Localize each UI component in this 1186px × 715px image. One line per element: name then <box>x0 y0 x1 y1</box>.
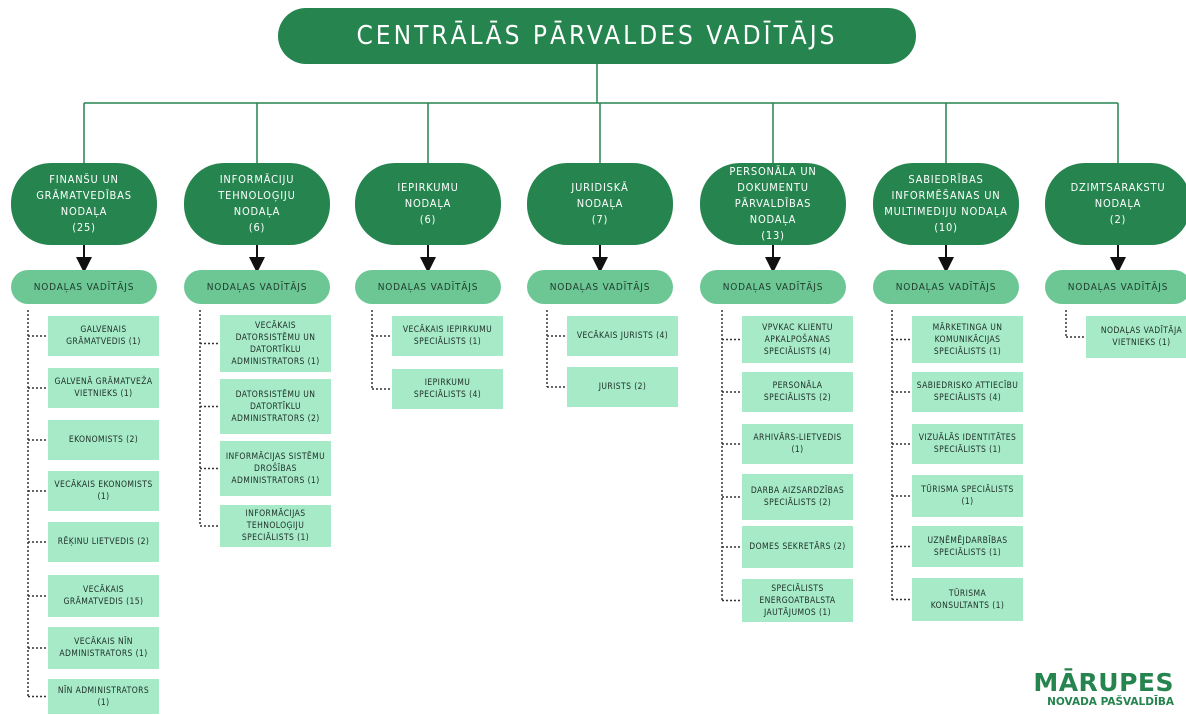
dept-4-staff-box: JURISTS (2) <box>567 367 678 407</box>
logo-subtitle: NOVADA PAŠVALDĪBA <box>1047 696 1174 708</box>
dept-1-staff-label: VECĀKAIS GRĀMATVEDIS (15) <box>63 585 144 607</box>
dept-2-staff-box: INFORMĀCIJAS SISTĒMU DROŠĪBAS ADMINISTRA… <box>220 441 331 496</box>
dept-1-staff-box: NĪN ADMINISTRATORS (1) <box>48 679 159 714</box>
dept-5-staff-label: VPVKAC KLIENTU APKALPOŠANAS SPECIĀLISTS … <box>762 322 833 357</box>
dept-6-box: SABIEDRĪBAS INFORMĒŠANAS UN MULTIMEDIJU … <box>873 163 1019 245</box>
dept-1-staff-box: VECĀKAIS EKONOMISTS (1) <box>48 471 159 511</box>
dept-2-title: INFORMĀCIJU TEHNOLOĢIJU NODAĻA (6) <box>218 173 296 234</box>
dept-4-head-label: NODAĻAS VADĪTĀJS <box>549 281 651 293</box>
dept-6-staff-label: TŪRISMA SPECIĀLISTS (1) <box>921 485 1014 507</box>
dept-6-staff-label: UZŅĒMĒJDARBĪBAS SPECIĀLISTS (1) <box>927 535 1008 558</box>
dept-1-staff-label: RĒĶINU LIETVEDIS (2) <box>57 537 150 547</box>
central-admin-head-box: CENTRĀLĀS PĀRVALDES VADĪTĀJS <box>278 8 916 64</box>
dept-2-staff-box: DATORSISTĒMU UN DATORTĪKLU ADMINISTRATOR… <box>220 379 331 434</box>
dept-4-staff-box: VECĀKAIS JURISTS (4) <box>567 316 678 356</box>
dept-4-title: JURIDISKĀ NODAĻA (7) <box>571 181 629 226</box>
dept-1-staff-label: GALVENĀ GRĀMATVEŽA VIETNIEKS (1) <box>54 377 153 399</box>
dept-1-head-box: NODAĻAS VADĪTĀJS <box>11 270 157 304</box>
dept-1-staff-label: VECĀKAIS NĪN ADMINISTRATORS (1) <box>59 637 148 659</box>
dept-6-staff-box: MĀRKETINGA UN KOMUNIKĀCIJAS SPECIĀLISTS … <box>912 316 1023 363</box>
dept-7-staff-label: NODAĻAS VADĪTĀJA VIETNIEKS (1) <box>1100 326 1183 348</box>
dept-6-staff-label: MĀRKETINGA UN KOMUNIKĀCIJAS SPECIĀLISTS … <box>932 322 1003 357</box>
dept-2-staff-label: VECĀKAIS DATORSISTĒMU UN DATORTĪKLU ADMI… <box>231 320 320 367</box>
dept-1-box: FINANŠU UN GRĀMATVEDĪBAS NODAĻA (25) <box>11 163 157 245</box>
dept-5-staff-box: SPECIĀLISTS ENERGOATBALSTA JAUTĀJUMOS (1… <box>742 579 853 622</box>
dept-1-staff-box: GALVENĀ GRĀMATVEŽA VIETNIEKS (1) <box>48 368 159 408</box>
dept-6-staff-box: TŪRISMA KONSULTANTS (1) <box>912 578 1023 621</box>
dept-3-box: IEPIRKUMU NODAĻA (6) <box>355 163 501 245</box>
dept-5-staff-label: ARHIVĀRS-LIETVEDIS (1) <box>753 433 842 455</box>
dept-6-staff-box: TŪRISMA SPECIĀLISTS (1) <box>912 475 1023 517</box>
dept-1-staff-label: NĪN ADMINISTRATORS (1) <box>57 685 150 708</box>
dept-3-title: IEPIRKUMU NODAĻA (6) <box>397 181 459 226</box>
dept-7-box: DZIMTSARAKSTU NODAĻA (2) <box>1045 163 1186 245</box>
dept-5-staff-label: PERSONĀLA SPECIĀLISTS (2) <box>763 381 832 403</box>
dept-5-staff-box: DARBA AIZSARDZĪBAS SPECIĀLISTS (2) <box>742 474 853 520</box>
dept-6-staff-box: SABIEDRISKO ATTIECĪBU SPECIĀLISTS (4) <box>912 372 1023 412</box>
dept-5-box: PERSONĀLA UN DOKUMENTU PĀRVALDĪBAS NODAĻ… <box>700 163 846 245</box>
dept-2-staff-label: DATORSISTĒMU UN DATORTĪKLU ADMINISTRATOR… <box>231 389 320 424</box>
dept-2-staff-label: INFORMĀCIJAS TEHNOLOĢIJU SPECIĀLISTS (1) <box>241 509 310 543</box>
dept-5-head-label: NODAĻAS VADĪTĀJS <box>722 281 824 293</box>
dept-2-head-label: NODAĻAS VADĪTĀJS <box>206 281 308 293</box>
dept-7-title: DZIMTSARAKSTU NODAĻA (2) <box>1070 181 1166 226</box>
dept-4-box: JURIDISKĀ NODAĻA (7) <box>527 163 673 245</box>
dept-4-head-box: NODAĻAS VADĪTĀJS <box>527 270 673 304</box>
dept-6-staff-box: UZŅĒMĒJDARBĪBAS SPECIĀLISTS (1) <box>912 526 1023 567</box>
dept-2-staff-label: INFORMĀCIJAS SISTĒMU DROŠĪBAS ADMINISTRA… <box>225 451 326 486</box>
dept-6-staff-label: VIZUĀLĀS IDENTITĀTES SPECIĀLISTS (1) <box>918 433 1017 455</box>
dept-1-staff-label: GALVENAIS GRĀMATVEDIS (1) <box>66 325 141 347</box>
dept-1-staff-box: EKONOMISTS (2) <box>48 420 159 460</box>
dept-1-staff-box: VECĀKAIS NĪN ADMINISTRATORS (1) <box>48 627 159 669</box>
dept-5-head-box: NODAĻAS VADĪTĀJS <box>700 270 846 304</box>
dept-3-staff-label: IEPIRKUMU SPECIĀLISTS (4) <box>413 378 482 400</box>
dept-3-staff-box: VECĀKAIS IEPIRKUMU SPECIĀLISTS (1) <box>392 316 503 356</box>
dept-2-staff-box: VECĀKAIS DATORSISTĒMU UN DATORTĪKLU ADMI… <box>220 315 331 372</box>
dept-2-head-box: NODAĻAS VADĪTĀJS <box>184 270 330 304</box>
dept-1-staff-label: EKONOMISTS (2) <box>68 435 139 445</box>
dept-2-box: INFORMĀCIJU TEHNOLOĢIJU NODAĻA (6) <box>184 163 330 245</box>
dept-6-staff-label: SABIEDRISKO ATTIECĪBU SPECIĀLISTS (4) <box>916 381 1019 403</box>
dept-1-staff-box: GALVENAIS GRĀMATVEDIS (1) <box>48 316 159 356</box>
dept-6-head-box: NODAĻAS VADĪTĀJS <box>873 270 1019 304</box>
dept-5-staff-label: SPECIĀLISTS ENERGOATBALSTA JAUTĀJUMOS (1… <box>759 583 836 618</box>
dept-3-head-label: NODAĻAS VADĪTĀJS <box>377 281 479 293</box>
dept-6-head-label: NODAĻAS VADĪTĀJS <box>895 281 997 293</box>
logo-wordmark: MĀRUPES <box>1033 668 1174 697</box>
dept-5-staff-box: PERSONĀLA SPECIĀLISTS (2) <box>742 372 853 412</box>
dept-1-staff-box: RĒĶINU LIETVEDIS (2) <box>48 522 159 562</box>
dept-6-staff-box: VIZUĀLĀS IDENTITĀTES SPECIĀLISTS (1) <box>912 424 1023 464</box>
dept-5-staff-box: DOMES SEKRETĀRS (2) <box>742 526 853 568</box>
dept-1-title: FINANŠU UN GRĀMATVEDĪBAS NODAĻA (25) <box>36 173 132 234</box>
dept-1-head-label: NODAĻAS VADĪTĀJS <box>33 281 135 293</box>
dept-5-staff-label: DOMES SEKRETĀRS (2) <box>749 542 846 552</box>
dept-1-staff-box: VECĀKAIS GRĀMATVEDIS (15) <box>48 575 159 617</box>
dept-3-staff-box: IEPIRKUMU SPECIĀLISTS (4) <box>392 369 503 409</box>
dept-4-staff-label: VECĀKAIS JURISTS (4) <box>576 331 669 341</box>
central-admin-head-title: CENTRĀLĀS PĀRVALDES VADĪTĀJS <box>356 21 838 51</box>
dept-2-staff-box: INFORMĀCIJAS TEHNOLOĢIJU SPECIĀLISTS (1) <box>220 505 331 547</box>
dept-5-staff-box: VPVKAC KLIENTU APKALPOŠANAS SPECIĀLISTS … <box>742 316 853 363</box>
dept-5-title: PERSONĀLA UN DOKUMENTU PĀRVALDĪBAS NODAĻ… <box>729 165 817 242</box>
dept-7-staff-box: NODAĻAS VADĪTĀJA VIETNIEKS (1) <box>1086 316 1186 358</box>
dept-3-staff-label: VECĀKAIS IEPIRKUMU SPECIĀLISTS (1) <box>402 325 493 347</box>
dept-6-title: SABIEDRĪBAS INFORMĒŠANAS UN MULTIMEDIJU … <box>884 173 1008 234</box>
dept-5-staff-label: DARBA AIZSARDZĪBAS SPECIĀLISTS (2) <box>750 486 845 508</box>
dept-3-head-box: NODAĻAS VADĪTĀJS <box>355 270 501 304</box>
dept-7-head-label: NODAĻAS VADĪTĀJS <box>1067 281 1169 293</box>
dept-5-staff-box: ARHIVĀRS-LIETVEDIS (1) <box>742 424 853 464</box>
dept-4-staff-label: JURISTS (2) <box>598 382 647 392</box>
dept-6-staff-label: TŪRISMA KONSULTANTS (1) <box>930 588 1005 611</box>
dept-7-head-box: NODAĻAS VADĪTĀJS <box>1045 270 1186 304</box>
dept-1-staff-label: VECĀKAIS EKONOMISTS (1) <box>54 480 153 502</box>
